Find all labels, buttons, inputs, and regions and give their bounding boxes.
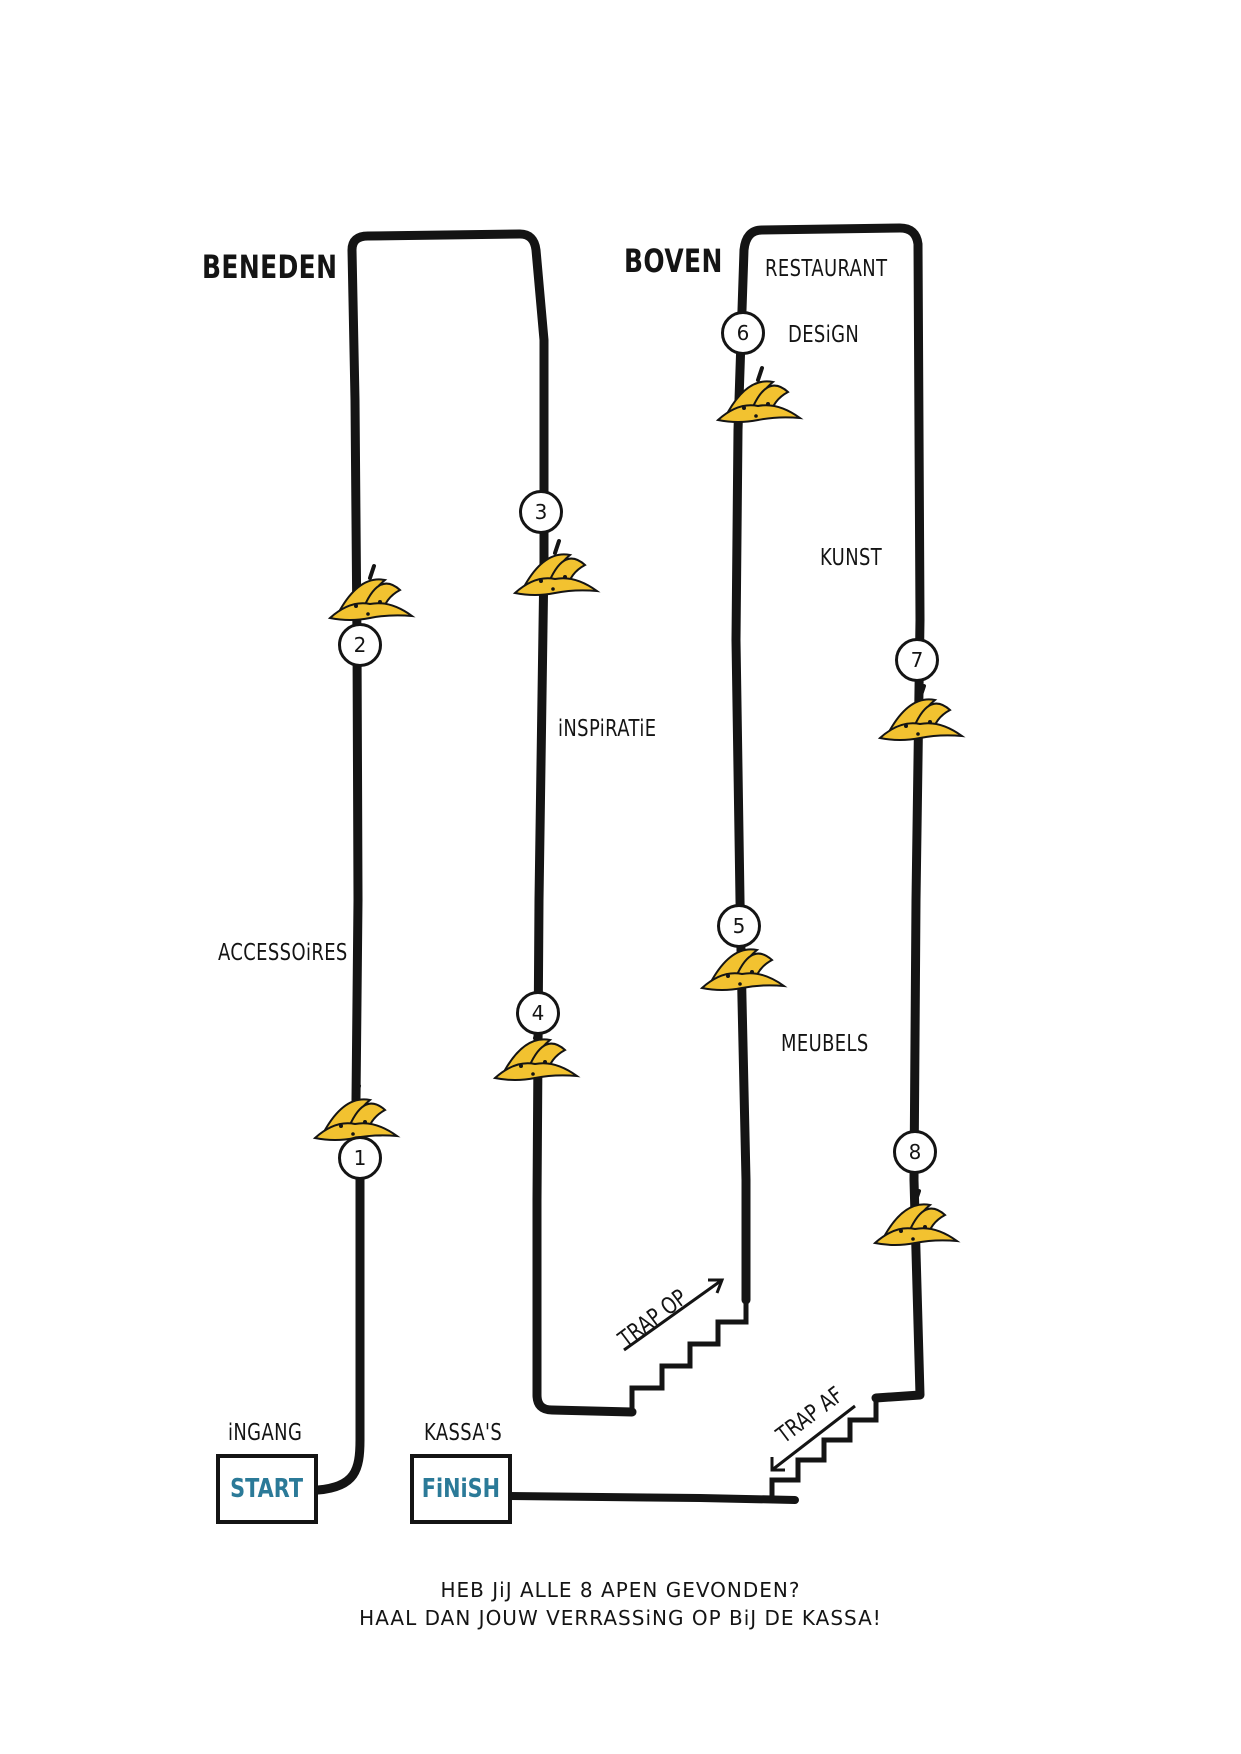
checkpoint-7-marker: 7 bbox=[895, 638, 939, 682]
checkpoint-6-marker: 6 bbox=[721, 311, 765, 355]
banana-1-icon bbox=[313, 1084, 399, 1142]
checkpoint-1-marker: 1 bbox=[338, 1136, 382, 1180]
stairs-down bbox=[769, 1398, 879, 1503]
area-label-kunst: KUNST bbox=[820, 545, 883, 571]
route-line-to-finish bbox=[506, 1492, 799, 1504]
checkpoint-4-marker: 4 bbox=[516, 991, 560, 1035]
checkpoint-8-marker: 8 bbox=[893, 1130, 937, 1174]
checkout-label: KASSA'S bbox=[424, 1420, 503, 1446]
checkpoint-2-marker: 2 bbox=[338, 623, 382, 667]
entrance-label: iNGANG bbox=[228, 1420, 303, 1446]
banana-3-icon bbox=[513, 539, 599, 597]
area-label-restaurant: RESTAURANT bbox=[765, 256, 888, 282]
start-button[interactable]: START bbox=[216, 1454, 318, 1524]
checkpoint-5-marker: 5 bbox=[717, 904, 761, 948]
banana-2-icon bbox=[328, 564, 414, 622]
area-label-accessoires: ACCESSOiRES bbox=[218, 940, 348, 966]
checkpoint-3-marker: 3 bbox=[519, 490, 563, 534]
footer-question: HEB JiJ ALLE 8 APEN GEVONDEN? bbox=[440, 1578, 801, 1602]
banana-8-icon bbox=[873, 1189, 959, 1247]
floor-title-upstairs: BOVEN bbox=[624, 242, 723, 280]
stairs-up bbox=[629, 1300, 749, 1412]
area-label-design: DESiGN bbox=[788, 322, 860, 348]
stairs-up-arrow bbox=[623, 1278, 723, 1352]
finish-button[interactable]: FiNiSH bbox=[410, 1454, 512, 1524]
footer-instruction: HAAL DAN JOUW VERRASSiNG OP BiJ DE KASSA… bbox=[359, 1606, 882, 1630]
area-label-inspiratie: iNSPiRATiE bbox=[558, 716, 657, 742]
stairs-down-arrow bbox=[771, 1404, 856, 1472]
floor-title-downstairs: BENEDEN bbox=[202, 248, 338, 286]
route-line-upstairs bbox=[731, 223, 925, 1403]
area-label-meubels: MEUBELS bbox=[781, 1031, 869, 1057]
route-line bbox=[313, 229, 637, 1495]
banana-6-icon bbox=[716, 366, 802, 424]
start-button-label: START bbox=[230, 1474, 304, 1504]
banana-7-icon bbox=[878, 684, 964, 742]
finish-button-label: FiNiSH bbox=[421, 1474, 501, 1504]
